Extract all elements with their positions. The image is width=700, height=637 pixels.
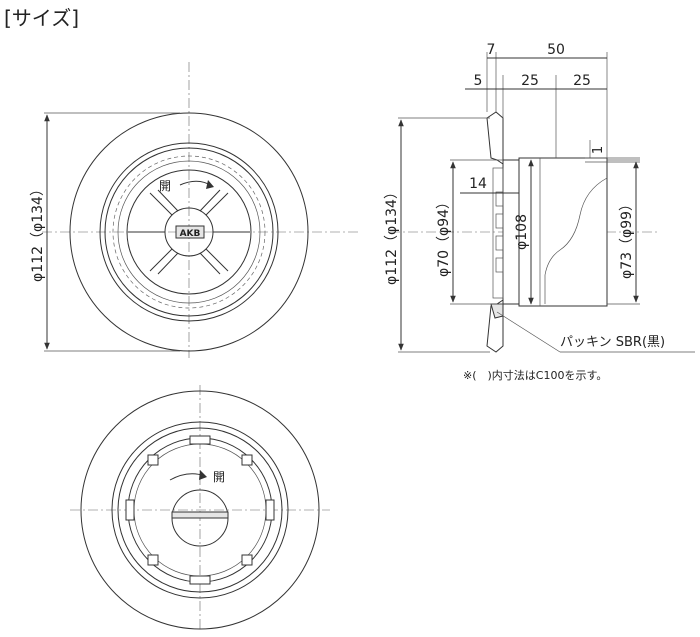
- side-view: 7 50 5 25 25 1 14 φ112（φ134） φ70（φ94） φ1…: [384, 42, 695, 382]
- bottom-open-label: 開: [213, 470, 225, 484]
- bottom-view: 開: [70, 385, 330, 632]
- dim-5: 5: [474, 73, 483, 89]
- outer-flange-circle: [69, 112, 309, 352]
- front-view: AKB 開 φ112（φ134）: [30, 62, 360, 358]
- dim-7: 7: [487, 42, 496, 58]
- open-label: 開: [159, 179, 171, 193]
- brand-plate: [175, 225, 205, 239]
- footnote: ※( )内寸法はC100を示す。: [463, 368, 607, 382]
- dim-1: 1: [591, 146, 606, 154]
- cover-spokes: [128, 189, 250, 275]
- flange-top: [486, 111, 504, 165]
- dim-50: 50: [547, 42, 565, 58]
- side-outer-dim: φ112（φ134）: [384, 185, 400, 285]
- dim-25-left: 25: [521, 73, 539, 89]
- side-inner-dim: φ70（φ94）: [436, 195, 452, 277]
- gasket-label: パッキン SBR(黒): [560, 335, 665, 350]
- side-body-dim: φ108: [514, 214, 530, 250]
- dim-14: 14: [469, 176, 487, 192]
- front-outer-dim: φ112（φ134）: [30, 182, 46, 282]
- page-title: [サイズ]: [4, 6, 80, 30]
- inner-cover: [126, 169, 252, 295]
- bottom-outer-circle: [80, 390, 320, 630]
- body-cylinder: [518, 157, 608, 307]
- brand-label: AKB: [180, 229, 201, 239]
- dim-25-right: 25: [573, 73, 591, 89]
- side-right-dim: φ73（φ99）: [619, 197, 635, 279]
